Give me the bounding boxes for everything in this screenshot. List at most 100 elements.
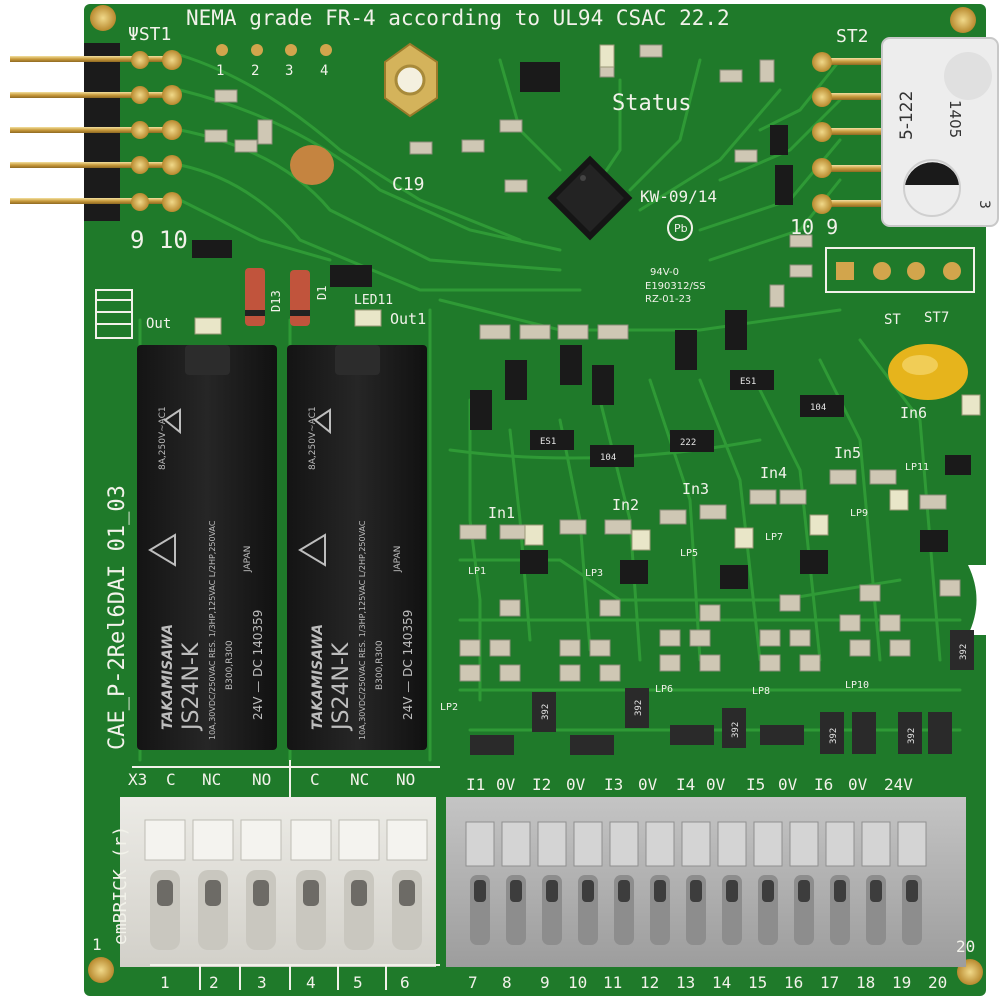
relay-1-ratings: 10A,30VDC/250VAC RES. 1/3HP,125VAC L/2HP…	[208, 520, 217, 740]
header-pads	[216, 44, 975, 293]
terminal-number: 2	[209, 973, 219, 992]
out1-label: Out1	[390, 310, 426, 328]
terminal-number: 3	[257, 973, 267, 992]
relay-2-coil: 24V — DC 140359	[401, 610, 415, 720]
relay-1-country: JAPAN	[243, 546, 253, 573]
terminal-number: 10	[568, 973, 587, 992]
lp3-label: LP3	[585, 568, 603, 579]
relay-2-model: JS24N-K	[329, 642, 354, 732]
relay-1-markings: TAKAMISAWA JS24N-K 10A,30VDC/250VAC RES.…	[148, 406, 265, 740]
lp1-label: LP1	[468, 566, 486, 577]
header-label-3: 3	[285, 63, 293, 79]
ul-rz: RZ-01-23	[645, 294, 691, 305]
terminal-number: 17	[820, 973, 839, 992]
resistor-code: 392	[541, 704, 551, 720]
relay-term-label-1: C	[166, 770, 176, 789]
input-term-label: I3	[604, 775, 623, 794]
in6-label: In6	[900, 404, 927, 422]
input-term-label: I6	[814, 775, 833, 794]
resistor-codes: 392 392 392 392 392 392	[541, 644, 969, 744]
sticker-line-1: 5-122	[897, 91, 917, 140]
input-term-label: 24V	[884, 775, 913, 794]
terminal-number: 18	[856, 973, 875, 992]
terminal-number: 5	[353, 973, 363, 992]
header-label-2: 2	[251, 63, 259, 79]
relay-2-cert: B300,R300	[375, 640, 385, 690]
brand-silkscreen: emBRICK (r)	[110, 826, 131, 945]
x3-label: X3	[128, 770, 147, 789]
relay-2-ratings: 10A,30VDC/250VAC RES. 1/3HP,125VAC L/2HP…	[358, 520, 367, 740]
relay-2-markings: TAKAMISAWA JS24N-K 10A,30VDC/250VAC RES.…	[298, 406, 415, 740]
in2-label: In2	[612, 496, 639, 514]
silkscreen-outlines	[95, 289, 440, 990]
ul-mark: 94V-0	[650, 267, 679, 278]
in1-label: In1	[488, 504, 515, 522]
lp8-label: LP8	[752, 686, 770, 697]
cap-label: C19	[392, 174, 425, 195]
st7-label: ST7	[924, 310, 949, 326]
bottom-terminal-numbers: 1 2 3 4 5 6 7 8 9 10 11 12 13 14 15 16 1…	[160, 973, 947, 992]
resistor-code: 392	[829, 728, 839, 744]
terminal-number: 15	[748, 973, 767, 992]
terminal-number: 4	[306, 973, 316, 992]
relay-terminal-block	[120, 797, 436, 967]
date-code: KW-09/14	[640, 187, 717, 206]
input-term-label: I5	[746, 775, 765, 794]
relay-1-model: JS24N-K	[179, 642, 204, 732]
left-pin-label: 9 10	[130, 226, 188, 254]
relay-2-country: JAPAN	[393, 546, 403, 573]
resistor-code: 392	[634, 700, 644, 716]
corner-label-left: 1	[92, 935, 102, 954]
status-label: Status	[612, 91, 691, 116]
input-term-label: 0V	[638, 775, 658, 794]
pb-mark: Pb	[674, 222, 688, 235]
ul-file: E190312/SS	[645, 281, 706, 292]
diode-label-d13: D13	[269, 290, 283, 312]
relay-1-brand: TAKAMISAWA	[160, 624, 176, 730]
relay-term-label-4: C	[310, 770, 320, 789]
input-terminal-labels: I1 0V I2 0V I3 0V I4 0V I5 0V I6 0V 24V	[466, 775, 913, 794]
header-label-4: 4	[320, 63, 328, 79]
in3-label: In3	[682, 480, 709, 498]
smd-components	[192, 44, 981, 755]
terminal-number: 19	[892, 973, 911, 992]
terminal-number: 11	[603, 973, 622, 992]
led-label: LED11	[354, 293, 393, 308]
terminal-number: 7	[468, 973, 478, 992]
relay-2-brand: TAKAMISAWA	[310, 624, 326, 730]
relay-term-label-6: NO	[396, 770, 415, 789]
chip-code-4: ES1	[540, 437, 556, 447]
input-term-label: 0V	[848, 775, 868, 794]
left-pin-header	[10, 43, 182, 221]
input-term-label: 0V	[778, 775, 798, 794]
relay-1-cert: B300,R300	[225, 640, 235, 690]
relay-1-coil: 24V — DC 140359	[251, 610, 265, 720]
relay-term-label-2: NC	[202, 770, 221, 789]
in4-label: In4	[760, 464, 787, 482]
relay-term-label-3: NO	[252, 770, 271, 789]
resistor-code: 392	[959, 644, 969, 660]
lp6-label: LP6	[655, 684, 673, 695]
terminal-number: 9	[540, 973, 550, 992]
terminal-number: 6	[400, 973, 410, 992]
microcontroller-chip	[547, 155, 633, 241]
input-term-label: 0V	[566, 775, 586, 794]
corner-label-right: 20	[956, 937, 975, 956]
relay-1-side-rating: 8A,250V~AC1	[158, 406, 168, 470]
terminal-number: 12	[640, 973, 659, 992]
sticker-line-2: 1405	[946, 100, 964, 138]
relay-2-side-rating: 8A,250V~AC1	[308, 406, 318, 470]
terminal-number: 14	[712, 973, 731, 992]
st1-label: ΨST1	[128, 24, 171, 45]
terminal-number: 13	[676, 973, 695, 992]
diode-label-d1: D1	[315, 286, 329, 300]
chip-code-5: 104	[600, 453, 616, 463]
input-term-label: 0V	[706, 775, 726, 794]
input-term-label: I1	[466, 775, 485, 794]
lp5-label: LP5	[680, 548, 698, 559]
lp2-label: LP2	[440, 702, 458, 713]
resistor-code: 392	[907, 728, 917, 744]
chip-code-1: ES1	[740, 377, 756, 387]
terminal-number: 20	[928, 973, 947, 992]
sticker-line-3: 3	[976, 200, 992, 209]
